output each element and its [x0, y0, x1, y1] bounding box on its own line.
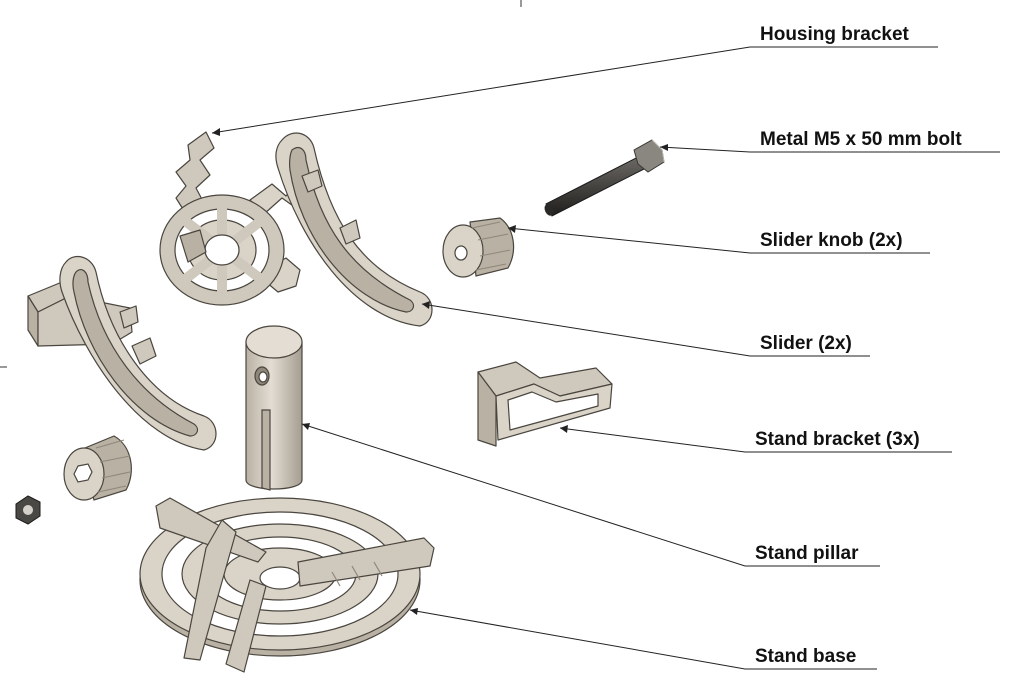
housing-bracket-part [159, 131, 315, 306]
label-housing-bracket: Housing bracket [760, 24, 909, 45]
arrow-stand-bracket [560, 425, 568, 433]
label-stand-base: Stand base [755, 646, 857, 667]
leader-stand-base [409, 609, 877, 670]
slider-lower-part [27, 255, 217, 451]
arrow-housing-bracket [212, 128, 220, 136]
leader-slider-knob [507, 227, 930, 254]
label-slider: Slider (2x) [760, 333, 852, 354]
arrow-bolt [660, 144, 668, 151]
label-m5-bolt: Metal M5 x 50 mm bolt [760, 129, 962, 150]
arrow-stand-pillar [302, 423, 310, 430]
leader-slider [421, 303, 870, 357]
stand-pillar-part [245, 325, 303, 491]
leader-arrowheads [212, 128, 668, 615]
slider-upper-part [275, 132, 433, 327]
leader-bolt [659, 146, 1000, 153]
label-stand-bracket: Stand bracket (3x) [755, 429, 920, 450]
leader-stand-bracket [559, 427, 952, 453]
leader-housing-bracket [211, 46, 938, 134]
arrow-slider-knob [508, 225, 516, 233]
stand-base-part [139, 497, 435, 673]
label-stand-pillar: Stand pillar [755, 543, 859, 564]
m5-bolt-part [544, 139, 665, 217]
arrow-stand-base [410, 608, 418, 615]
slider-knob-lower-part [63, 435, 132, 501]
arrow-slider [422, 301, 430, 309]
slider-knob-upper-part [442, 217, 515, 278]
hex-nut-part [15, 495, 41, 525]
leader-stand-pillar [301, 423, 880, 567]
leader-lines [211, 46, 1000, 670]
stand-bracket-part [477, 361, 613, 447]
label-slider-knob: Slider knob (2x) [760, 230, 903, 251]
